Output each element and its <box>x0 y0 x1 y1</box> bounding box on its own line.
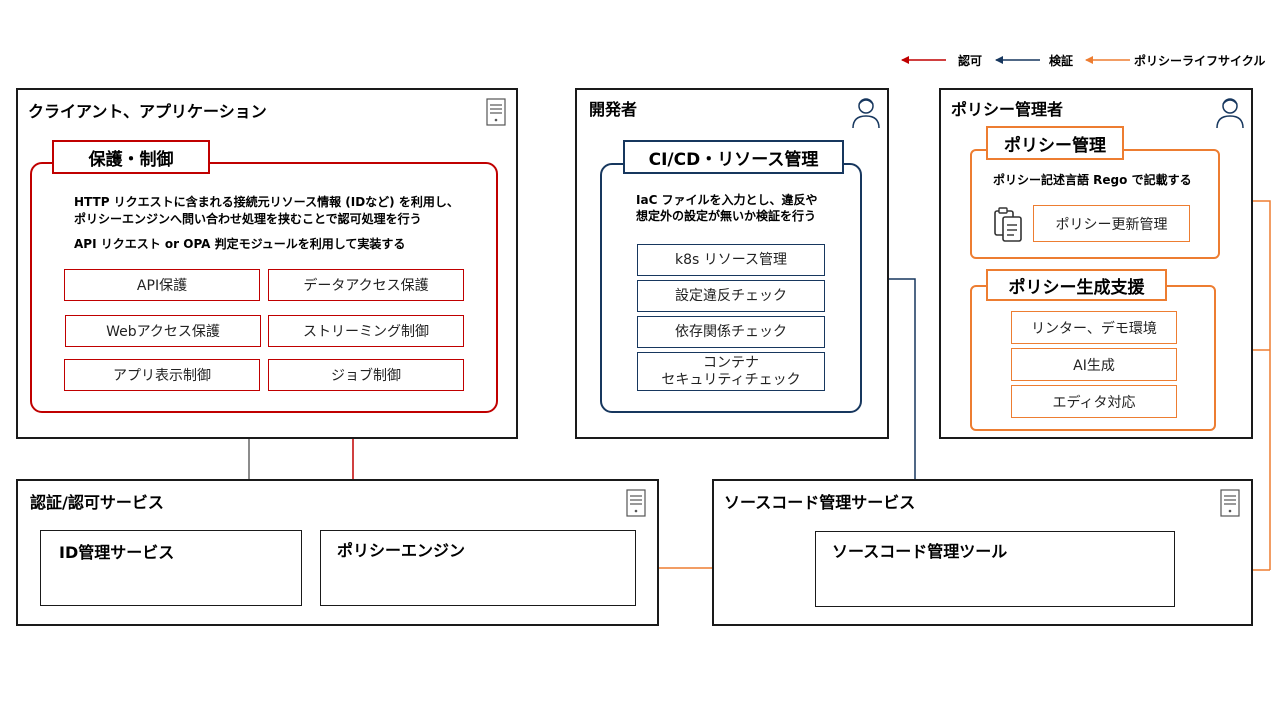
client-app-title: クライアント、アプリケーション <box>28 102 267 121</box>
item-linter-demo-env: リンター、デモ環境 <box>1011 311 1177 344</box>
legend-authorization-label: 認可 <box>958 54 983 68</box>
item-ai-generation: AI生成 <box>1011 348 1177 381</box>
legend-lifecycle-label: ポリシーライフサイクル <box>1134 54 1266 68</box>
item-data-access-protection: データアクセス保護 <box>268 269 464 301</box>
cicd-tag: CI/CD・リソース管理 <box>623 140 844 174</box>
item-app-display-control: アプリ表示制御 <box>64 359 260 391</box>
cicd-desc-line2: 想定外の設定が無いか検証を行う <box>636 209 817 223</box>
item-k8s-resource-management: k8s リソース管理 <box>637 244 825 276</box>
item-container-security-check: コンテナ セキュリティチェック <box>637 352 825 391</box>
protection-desc-line1: HTTP リクエストに含まれる接続元リソース情報 (IDなど) を利用し、 <box>74 195 459 209</box>
policy-management-tag: ポリシー管理 <box>986 126 1124 160</box>
source-tool-box: ソースコード管理ツール <box>815 531 1175 607</box>
legend-verification-label: 検証 <box>1049 54 1074 68</box>
container-security-line2: セキュリティチェック <box>661 371 801 388</box>
item-policy-update-management: ポリシー更新管理 <box>1033 205 1190 242</box>
item-web-access-protection: Webアクセス保護 <box>65 315 261 347</box>
id-service-title: ID管理サービス <box>59 543 175 562</box>
id-service-box: ID管理サービス <box>40 530 302 606</box>
container-security-line1: コンテナ <box>703 354 759 371</box>
server-icon <box>486 98 506 126</box>
policy-engine-title: ポリシーエンジン <box>337 541 466 560</box>
item-api-protection: API保護 <box>64 269 260 301</box>
protection-desc-line3: API リクエスト or OPA 判定モジュールを利用して実装する <box>74 237 406 251</box>
item-editor-support: エディタ対応 <box>1011 385 1177 418</box>
cicd-desc-line1: IaC ファイルを入力とし、違反や <box>636 193 818 207</box>
item-streaming-control: ストリーミング制御 <box>268 315 464 347</box>
item-job-control: ジョブ制御 <box>268 359 464 391</box>
developer-title: 開発者 <box>589 100 638 119</box>
source-tool-title: ソースコード管理ツール <box>832 542 1008 561</box>
policy-engine-box: ポリシーエンジン <box>320 530 636 606</box>
person-icon <box>852 98 880 129</box>
document-icon <box>994 207 1022 242</box>
policy-management-desc: ポリシー記述言語 Rego で記載する <box>993 173 1192 187</box>
server-icon <box>1220 489 1240 517</box>
policy-admin-title: ポリシー管理者 <box>951 100 1064 119</box>
auth-service-title: 認証/認可サービス <box>30 493 164 512</box>
protection-desc-line2: ポリシーエンジンへ問い合わせ処理を挟むことで認可処理を行う <box>74 212 422 226</box>
source-service-title: ソースコード管理サービス <box>724 493 916 512</box>
item-dependency-check: 依存関係チェック <box>637 316 825 348</box>
policy-generation-tag: ポリシー生成支援 <box>986 269 1167 301</box>
protection-control-tag: 保護・制御 <box>52 140 210 174</box>
server-icon <box>626 489 646 517</box>
item-config-violation-check: 設定違反チェック <box>637 280 825 312</box>
person-icon <box>1216 98 1244 129</box>
